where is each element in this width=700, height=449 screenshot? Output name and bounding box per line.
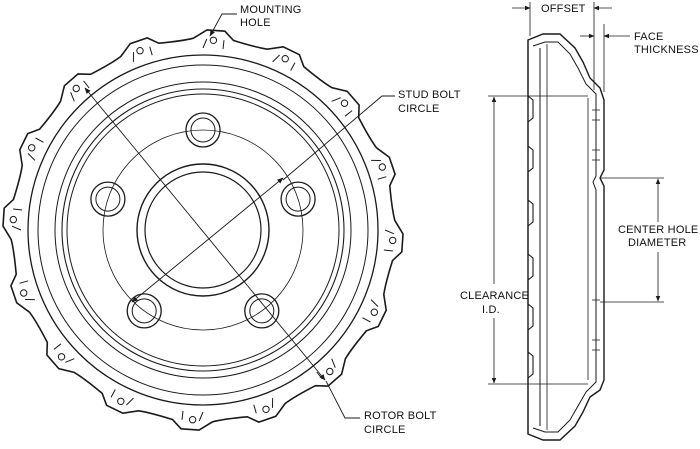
side-profile-inner — [532, 41, 597, 433]
drum-ring-outer — [27, 54, 379, 406]
mounting-hole — [378, 163, 387, 171]
drum-rim-inner-edge — [11, 38, 395, 422]
mounting-hole — [389, 236, 397, 245]
mounting-hole — [281, 55, 289, 63]
drum-ring-2 — [37, 64, 369, 396]
mounting-hole — [57, 353, 66, 361]
drum-side-view — [527, 33, 605, 441]
stud-bolt-circle-label: STUD BOLT CIRCLE — [398, 89, 464, 115]
center-hole-diameter-label: CENTER HOLE DIAMETER — [618, 224, 700, 249]
mounting-hole — [20, 289, 28, 297]
stud-bolt-circle-line — [102, 129, 304, 331]
side-flange-segments — [527, 40, 534, 434]
center-hole — [144, 171, 262, 289]
mounting-hole — [340, 99, 349, 107]
mounting-hole — [262, 405, 270, 414]
mounting-hole — [326, 367, 334, 376]
stud-bolt-circle-leader — [282, 95, 395, 181]
mounting-hole — [72, 84, 80, 93]
stud-bolt-circle-dimension — [131, 177, 284, 303]
mounting-hole-leader — [209, 13, 237, 37]
side-profile-outer — [527, 33, 605, 441]
mounting-hole — [28, 144, 36, 152]
offset-label: OFFSET — [541, 3, 586, 15]
mounting-hole-label: MOUNTING HOLE — [240, 4, 305, 29]
mounting-hole-tabs — [9, 36, 397, 424]
rotor-bolt-circle-label: ROTOR BOLT CIRCLE — [364, 410, 440, 436]
drum-ring-3 — [54, 81, 352, 379]
mounting-hole — [136, 47, 144, 55]
hub-outer — [136, 163, 270, 297]
drum-ring-4 — [61, 88, 345, 372]
drum-ring-5 — [66, 93, 340, 367]
clearance-id-label: CLEARANCE I.D. — [460, 290, 532, 316]
face-thickness-label: FACE THICKNESS — [634, 31, 699, 56]
mounting-hole — [9, 215, 18, 224]
rotor-bolt-circle-leader — [325, 380, 360, 419]
mounting-hole — [370, 308, 379, 316]
drum-front-view — [2, 29, 404, 431]
mounting-hole — [188, 416, 197, 424]
side-face-detail — [592, 109, 600, 351]
mounting-hole — [209, 36, 218, 45]
mounting-hole — [117, 397, 125, 406]
drum-outer-rim — [2, 29, 404, 431]
rotor-bolt-circle-dimension — [84, 87, 326, 381]
